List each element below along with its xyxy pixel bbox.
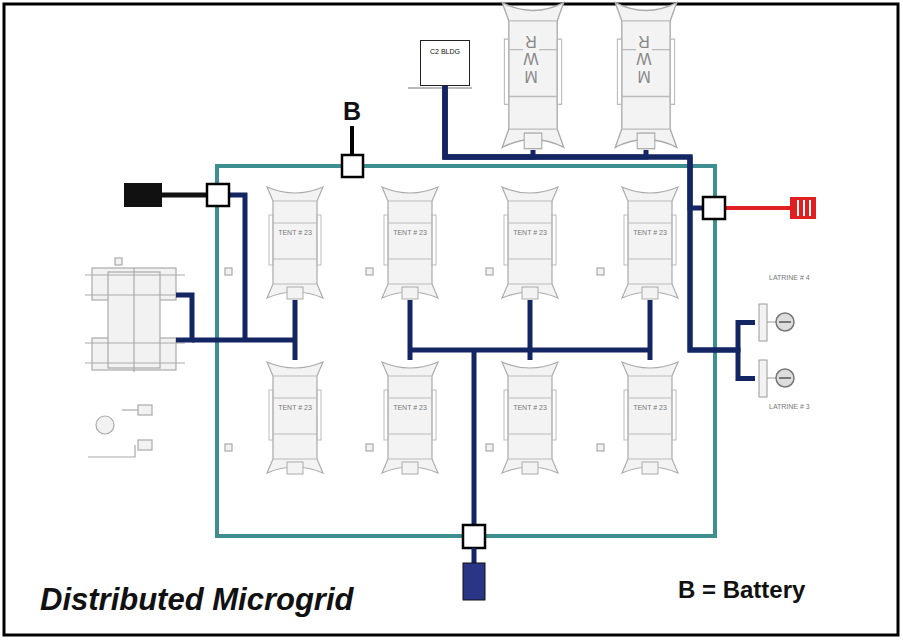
node-label: MWR [636, 32, 652, 85]
node-label: MWR [523, 32, 539, 85]
node-label: LATRINE # 4 [769, 274, 829, 282]
tent-symbol: MWR [500, 0, 566, 150]
power-wire [445, 86, 755, 379]
node-label: TENT # 23 [632, 404, 668, 412]
tent-symbol: TENT # 23 [500, 185, 560, 300]
tent-symbol: MWR [613, 0, 679, 150]
node-label: LATRINE # 3 [769, 403, 829, 411]
node-label: TENT # 23 [277, 229, 313, 237]
tent-symbol: TENT # 23 [265, 360, 325, 475]
tent-symbol: TENT # 23 [500, 360, 560, 475]
legend-entry: B = Battery [678, 576, 805, 604]
power-wire [648, 300, 653, 360]
power-wire [293, 300, 298, 360]
building-box: C2 BLDG [420, 40, 470, 86]
node-label: TENT # 23 [632, 229, 668, 237]
tent-symbol: TENT # 23 [380, 360, 440, 475]
power-wire [445, 86, 755, 350]
tent-symbol: TENT # 23 [265, 185, 325, 300]
node-label: TENT # 23 [277, 404, 313, 412]
node-label: TENT # 23 [512, 404, 548, 412]
node-label: C2 BLDG [423, 47, 467, 56]
latrine-symbol: LATRINE # 3 [755, 356, 795, 401]
tent-symbol: TENT # 23 [620, 185, 680, 300]
node-label: TENT # 23 [392, 404, 428, 412]
node-label: TENT # 23 [512, 229, 548, 237]
tent-symbol: TENT # 23 [620, 360, 680, 475]
battery-label: B [343, 98, 361, 124]
latrine-symbol: LATRINE # 4 [755, 300, 795, 345]
power-wire [408, 300, 413, 360]
power-wire [528, 300, 533, 360]
node-label: TENT # 23 [392, 229, 428, 237]
tent-symbol: TENT # 23 [380, 185, 440, 300]
diagram-title: Distributed Microgrid [40, 582, 353, 618]
